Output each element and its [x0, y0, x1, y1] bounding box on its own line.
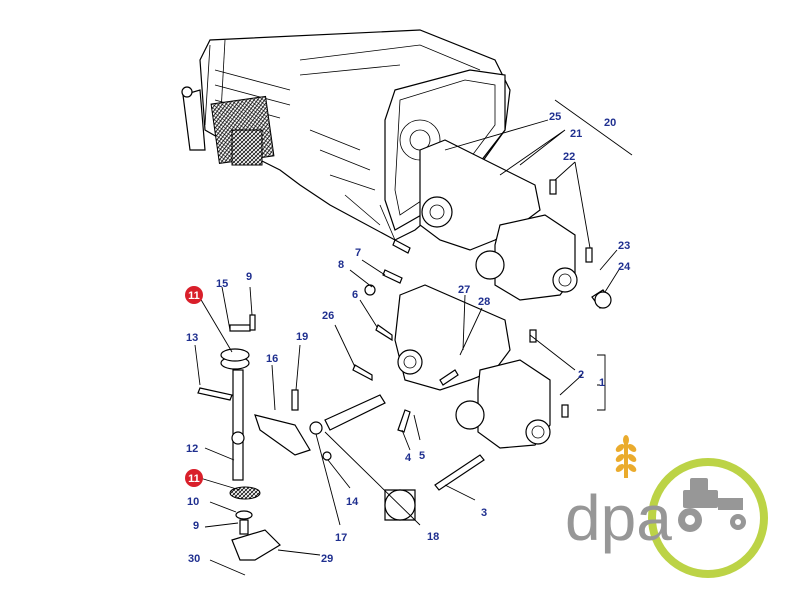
callout-9-lower: 9	[193, 520, 199, 532]
callout-11-lower-badge: 11	[185, 469, 203, 487]
callout-11-upper-badge: 11	[185, 286, 203, 304]
lever-shaft-assembly	[197, 239, 485, 561]
callout-25: 25	[549, 111, 561, 123]
callout-26: 26	[322, 310, 334, 322]
upper-cover-assembly	[419, 139, 612, 309]
logo-text: dpa	[565, 482, 672, 554]
callout-12: 12	[186, 443, 198, 455]
callout-18: 18	[427, 531, 439, 543]
callout-5: 5	[419, 450, 425, 462]
callout-23: 23	[618, 240, 630, 252]
callout-labels: 1 2 3 4 5 6 7 8 9 9 10 11 11 12 13 14 15…	[185, 111, 631, 565]
callout-6: 6	[352, 289, 358, 301]
callout-29: 29	[321, 553, 333, 565]
callout-11-lower: 11	[188, 473, 200, 485]
callout-17: 17	[335, 532, 347, 544]
callout-14: 14	[346, 496, 359, 508]
callout-28: 28	[478, 296, 490, 308]
dpa-logo: dpa	[565, 435, 768, 578]
callout-1: 1	[599, 377, 605, 389]
callout-30: 30	[188, 553, 200, 565]
callout-4: 4	[405, 452, 412, 464]
callout-11-upper: 11	[188, 290, 200, 302]
callout-19: 19	[296, 331, 308, 343]
callout-3: 3	[481, 507, 487, 519]
callout-2: 2	[578, 369, 584, 381]
tractor-icon	[678, 478, 746, 532]
callout-27: 27	[458, 284, 470, 296]
callout-24: 24	[618, 261, 631, 273]
callout-10: 10	[187, 496, 199, 508]
callout-15: 15	[216, 278, 228, 290]
callout-13: 13	[186, 332, 198, 344]
callout-8: 8	[338, 259, 344, 271]
callout-22: 22	[563, 151, 575, 163]
callout-9-upper: 9	[246, 271, 252, 283]
wheat-icon	[615, 435, 637, 478]
callout-20: 20	[604, 117, 616, 129]
callout-21: 21	[570, 128, 582, 140]
leader-lines	[194, 99, 633, 576]
callout-16: 16	[266, 353, 278, 365]
callout-7: 7	[355, 247, 361, 259]
